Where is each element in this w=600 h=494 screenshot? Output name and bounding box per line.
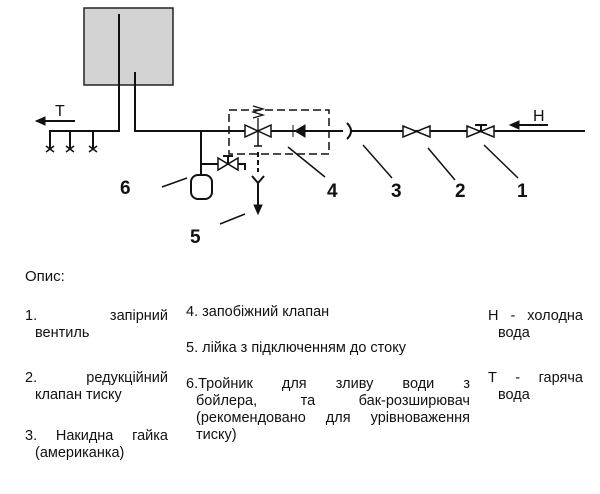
legend-item-4: 4. запобіжний клапан — [186, 304, 330, 320]
reducing-valve-icon — [402, 124, 431, 139]
legend-item-3-line1: 3. Накидна гайка — [25, 428, 168, 444]
boiler-tank — [83, 7, 174, 86]
hot-water-pipe — [49, 14, 120, 149]
label-5: 5 — [190, 227, 201, 248]
note-cold-line2: вода — [498, 325, 530, 341]
check-valve-icon — [292, 124, 306, 138]
label-3: 3 — [391, 181, 402, 202]
cold-water-label: Н — [533, 108, 545, 125]
note-cold-water: Н - холодна вода — [488, 308, 583, 342]
label-6: 6 — [120, 178, 131, 199]
legend-item-6: 6.Тройник для зливу води з бойлера, та б… — [186, 376, 470, 444]
leader-lines — [161, 144, 519, 225]
legend-item-6-rest: бойлера, та бак-розширювач (рекомендован… — [196, 393, 470, 443]
note-cold-line1: Н - холодна — [488, 308, 583, 324]
boiler-connection-diagram: Т Н 6 5 4 3 2 1 — [34, 7, 585, 248]
legend-item-6-line1: 6.Тройник для зливу води з — [186, 376, 470, 392]
drain-pipe — [201, 163, 246, 170]
note-hot-water: Т - гаряча вода — [488, 370, 583, 404]
funnel — [251, 175, 265, 208]
hot-water-label: Т — [55, 103, 65, 120]
legend-item-2: 2. редукційний клапан тиску — [25, 370, 168, 404]
spring-icon — [250, 105, 266, 131]
legend-title: Опис: — [25, 268, 65, 285]
legend-item-3-line2: (американка) — [35, 445, 125, 461]
cold-arrow-head — [508, 120, 520, 130]
drain-arrow-head — [253, 204, 263, 216]
legend-item-2-line1: 2. редукційний — [25, 370, 168, 386]
hot-arrow-head — [34, 116, 46, 126]
shutoff-valve-icon — [466, 124, 495, 139]
note-hot-line2: вода — [498, 387, 530, 403]
legend-item-5: 5. лійка з підключенням до стоку — [186, 340, 406, 356]
note-hot-line1: Т - гаряча — [488, 370, 583, 386]
label-4: 4 — [327, 181, 338, 202]
legend-item-1-line1: 1. запірний — [25, 308, 168, 324]
safety-valve-icon — [244, 123, 272, 139]
legend-item-1-line2: вентиль — [35, 325, 90, 341]
expansion-tank — [190, 174, 213, 200]
legend-item-3: 3. Накидна гайка (американка) — [25, 428, 168, 462]
safety-group-box — [228, 109, 330, 155]
legend-item-1: 1. запірний вентиль — [25, 308, 168, 342]
label-1: 1 — [517, 181, 528, 202]
label-2: 2 — [455, 181, 466, 202]
union-nut-icon — [346, 122, 352, 140]
drain-valve-icon — [217, 156, 239, 172]
tap-icons — [45, 145, 98, 153]
legend-item-2-line2: клапан тиску — [35, 387, 122, 403]
